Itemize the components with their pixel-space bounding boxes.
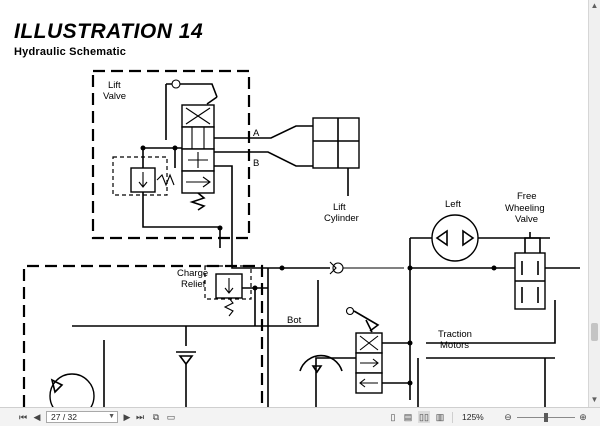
check-valve — [329, 261, 404, 275]
charge-relief-label-line2: Relief — [181, 279, 206, 290]
minus-circle-icon[interactable]: ⊖ — [504, 412, 512, 422]
first-page-icon[interactable]: ⏮ — [18, 412, 28, 422]
left-motor — [431, 214, 479, 262]
port-b-label: B — [253, 158, 259, 169]
lift-valve-body — [181, 104, 215, 211]
internal-relief-valve — [112, 145, 223, 248]
port-a-label: A — [253, 128, 260, 139]
traction-motors-label-line1: Traction — [438, 329, 472, 340]
continuous-page-icon[interactable]: ▤ — [403, 412, 413, 422]
document-page: ILLUSTRATION 14 Hydraulic Schematic Lift… — [14, 20, 580, 407]
page-indicator: 27 / 32 — [51, 412, 77, 422]
scroll-down-icon[interactable]: ▼ — [590, 395, 599, 404]
lift-cylinder — [312, 117, 360, 196]
fit-width-icon[interactable]: ▭ — [166, 412, 176, 422]
scrollbar-thumb[interactable] — [591, 323, 598, 341]
lift-cylinder-label-line1: Lift — [333, 202, 346, 213]
pump-enclosure — [22, 264, 264, 407]
viewer-toolbar: ⏮ ◀ 27 / 32 ▼ ▶ ⏭ ⧉ ▭ ▯ ▤ ▯▯ ▥ 125% ⊖ ⊕ — [0, 407, 600, 426]
lift-cylinder-label-line2: Cylinder — [324, 213, 359, 224]
plus-circle-icon[interactable]: ⊕ — [579, 412, 587, 422]
two-page-continuous-icon[interactable]: ▥ — [435, 412, 445, 422]
fit-page-icon[interactable]: ⧉ — [152, 412, 160, 422]
vertical-scrollbar[interactable]: ▲ ▼ — [588, 0, 600, 407]
two-page-icon[interactable]: ▯▯ — [418, 411, 430, 423]
charge-relief-valve — [204, 265, 268, 326]
free-wheeling-label-line3: Valve — [515, 214, 538, 225]
bot-label: Bot — [287, 315, 302, 326]
lift-valve-label-line1: Lift — [108, 80, 121, 91]
chevron-down-icon[interactable]: ▼ — [108, 413, 115, 420]
page-subtitle: Hydraulic Schematic — [14, 46, 127, 58]
toolbar-separator — [452, 412, 453, 423]
line-b — [214, 151, 313, 167]
free-wheeling-valve — [514, 232, 546, 310]
pump-symbol — [49, 373, 95, 407]
hydraulic-schematic: Lift Valve A B — [22, 69, 580, 407]
scroll-up-icon[interactable]: ▲ — [590, 1, 599, 10]
page-title: ILLUSTRATION 14 — [14, 20, 204, 43]
traction-control-valve — [299, 306, 413, 407]
left-motor-label: Left — [445, 199, 461, 210]
line-a — [214, 125, 313, 139]
single-page-icon[interactable]: ▯ — [390, 412, 396, 422]
valve-lever — [165, 79, 218, 140]
charge-relief-label-line1: Charge — [177, 268, 208, 279]
page-number-input[interactable]: 27 / 32 ▼ — [46, 411, 118, 423]
pump-check — [176, 351, 196, 407]
prev-page-icon[interactable]: ◀ — [33, 412, 41, 422]
zoom-slider-thumb[interactable] — [544, 413, 548, 422]
zoom-level[interactable]: 125% — [462, 412, 484, 422]
free-wheeling-label-line1: Free — [517, 191, 537, 202]
next-page-icon[interactable]: ▶ — [123, 412, 131, 422]
free-wheeling-label-line2: Wheeling — [505, 203, 545, 214]
lift-valve-label-line2: Valve — [103, 91, 126, 102]
last-page-icon[interactable]: ⏭ — [135, 412, 145, 422]
traction-motors-label-line2: Motors — [440, 340, 469, 351]
